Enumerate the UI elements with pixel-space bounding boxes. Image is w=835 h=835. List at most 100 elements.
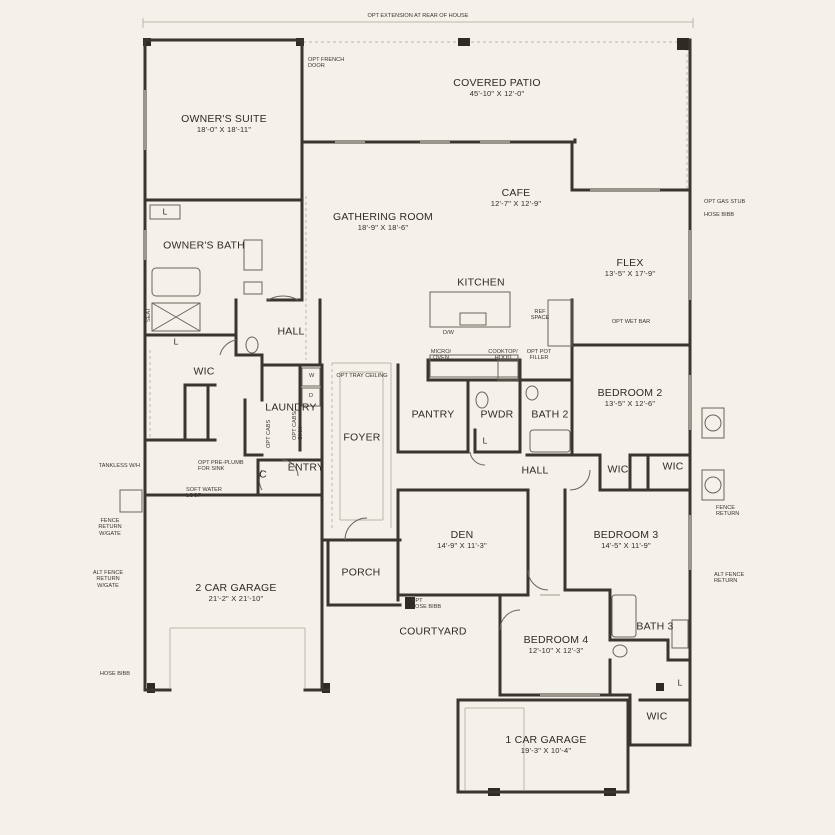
alt-fence-return-gate-note: ALT FENCE RETURN W/GATE — [92, 570, 124, 589]
opt-extension-note: OPT EXTENSION AT REAR OF HOUSE — [367, 13, 469, 19]
tankless-note: TANKLESS W/H — [98, 463, 140, 469]
bedroom-4-name: BEDROOM 4 — [523, 634, 589, 647]
bedroom-2-label: BEDROOM 2 13'-5" X 12'-6" — [598, 388, 663, 408]
fixtures — [119, 204, 725, 658]
opt-cabs-sink-note: OPT CABS/ SINK — [292, 410, 305, 440]
bath-2-name: BATH 2 — [531, 408, 569, 421]
hall-2-name: HALL — [521, 464, 549, 477]
alt-fence-return-right-note: ALT FENCE RETURN — [714, 572, 745, 585]
bedroom-4-dim: 12'-10" X 12'-3" — [528, 646, 584, 656]
bath-3-name: BATH 3 — [636, 620, 674, 633]
wic-owner-name: WIC — [193, 365, 215, 378]
pantry-label: PANTRY — [412, 409, 455, 420]
opt-french-door-note: OPT FRENCH DOOR — [308, 57, 345, 70]
owners-bath-label: OWNER'S BATH — [163, 240, 245, 251]
garage-2-name: 2 CAR GARAGE — [195, 582, 277, 595]
linen-l2: L — [173, 336, 179, 347]
opt-hose-bibb-note: OPT HOSE BIBB — [411, 598, 442, 611]
cafe-name: CAFE — [501, 187, 531, 200]
entry-name: ENTRY — [287, 461, 325, 474]
courtyard-label: COURTYARD — [399, 626, 466, 637]
kitchen-label: KITCHEN — [457, 277, 505, 288]
hose-bibb-top-note: HOSE BIBB — [704, 212, 735, 218]
covered-patio-label: COVERED PATIO 45'-10" X 12'-0" — [453, 78, 540, 98]
den-name: DEN — [450, 529, 474, 542]
wic-4-name: WIC — [646, 710, 668, 723]
linen-l4: L — [677, 677, 683, 688]
foyer-name: FOYER — [343, 431, 381, 444]
owners-suite-label: OWNER'S SUITE 18'-0" X 18'-11" — [181, 114, 267, 134]
gathering-room-name: GATHERING ROOM — [332, 211, 434, 224]
flex-name: FLEX — [616, 257, 644, 270]
pwdr-label: PWDR — [481, 409, 514, 420]
flex-dim: 13'-5" X 17'-9" — [604, 269, 656, 279]
hall-2-label: HALL — [521, 465, 548, 476]
garage-2-label: 2 CAR GARAGE 21'-2" X 21'-10" — [195, 583, 276, 603]
closet-c-label: C — [259, 469, 267, 480]
den-label: DEN 14'-9" X 11'-3" — [437, 530, 487, 550]
covered-patio-dim: 45'-10" X 12'-0" — [469, 89, 525, 99]
hall-1-label: HALL — [277, 326, 304, 337]
opt-preplumb-note: OPT PRE-PLUMB FOR SINK — [198, 460, 244, 473]
pwdr-name: PWDR — [480, 408, 514, 421]
bedroom-3-label: BEDROOM 3 14'-5" X 11'-9" — [594, 530, 659, 550]
wic-owner-label: WIC — [193, 366, 214, 377]
kitchen-name: KITCHEN — [457, 276, 505, 289]
bedroom-4-label: BEDROOM 4 12'-10" X 12'-3" — [524, 635, 589, 655]
cafe-dim: 12'-7" X 12'-9" — [490, 199, 542, 209]
bath-3-label: BATH 3 — [636, 621, 673, 632]
pantry-name: PANTRY — [411, 408, 455, 421]
bedroom-2-name: BEDROOM 2 — [597, 387, 663, 400]
opt-pot-filler-note: OPT POT FILLER — [526, 349, 552, 362]
fence-return-gate-note: FENCE RETURN W/GATE — [98, 518, 122, 537]
wic-3-name: WIC — [662, 460, 684, 473]
washer-w-note: W — [309, 373, 315, 379]
courtyard-name: COURTYARD — [399, 625, 467, 638]
wic-3-label: WIC — [662, 461, 683, 472]
hose-bibb-left-note: HOSE BIBB — [99, 671, 130, 677]
wic-4-label: WIC — [646, 711, 667, 722]
wic-2-name: WIC — [607, 463, 629, 476]
foyer-label: FOYER — [343, 432, 380, 443]
fence-return-right-note: FENCE RETURN — [716, 505, 740, 518]
laundry-label: LAUNDRY — [265, 402, 316, 413]
gathering-room-label: GATHERING ROOM 18'-9" X 18'-6" — [333, 212, 433, 232]
dw-note: D/W — [443, 330, 454, 336]
owners-suite-dim: 18'-0" X 18'-11" — [196, 125, 252, 135]
opt-wet-bar-note: OPT WET BAR — [611, 319, 651, 325]
bedroom-3-dim: 14'-5" X 11'-9" — [601, 541, 651, 551]
bedroom-2-dim: 13'-5" X 12'-6" — [604, 399, 656, 409]
garage-1-dim: 19'-3" X 10'-4" — [520, 746, 572, 756]
den-dim: 14'-9" X 11'-3" — [437, 541, 487, 551]
garage-2-dim: 21'-2" X 21'-10" — [208, 594, 264, 604]
covered-patio-name: COVERED PATIO — [453, 77, 541, 90]
cooktop-hood-note: COOKTOP/ HOOD — [488, 349, 518, 362]
bath-2-label: BATH 2 — [531, 409, 568, 420]
seat-note: SEAT — [146, 307, 152, 322]
owners-bath-name: OWNER'S BATH — [163, 239, 245, 252]
flex-label: FLEX 13'-5" X 17'-9" — [605, 258, 655, 278]
porch-label: PORCH — [342, 567, 381, 578]
porch-name: PORCH — [341, 566, 381, 579]
laundry-name: LAUNDRY — [265, 401, 317, 414]
ref-space-note: REF SPACE — [530, 309, 550, 322]
windows — [144, 90, 691, 696]
cafe-label: CAFE 12'-7" X 12'-9" — [491, 188, 541, 208]
wic-2-label: WIC — [607, 464, 628, 475]
opt-gas-stub-note: OPT GAS STUB — [704, 199, 746, 205]
micro-oven-note: MICRO/ OVEN — [430, 349, 452, 362]
owners-suite-name: OWNER'S SUITE — [181, 113, 267, 126]
hall-1-name: HALL — [277, 325, 305, 338]
dryer-d-note: D — [309, 393, 314, 399]
bedroom-3-name: BEDROOM 3 — [593, 529, 659, 542]
opt-tray-ceiling-note: OPT TRAY CEILING — [336, 373, 388, 379]
opt-cabs-note: OPT CABS — [266, 419, 272, 448]
entry-label: ENTRY — [288, 462, 324, 473]
linen-l3: L — [482, 435, 488, 446]
soft-water-note: SOFT WATER LOOP — [186, 487, 222, 500]
closet-c-name: C — [259, 468, 267, 481]
garage-1-label: 1 CAR GARAGE 19'-3" X 10'-4" — [505, 735, 586, 755]
linen-l1: L — [162, 206, 168, 217]
garage-1-name: 1 CAR GARAGE — [505, 734, 587, 747]
